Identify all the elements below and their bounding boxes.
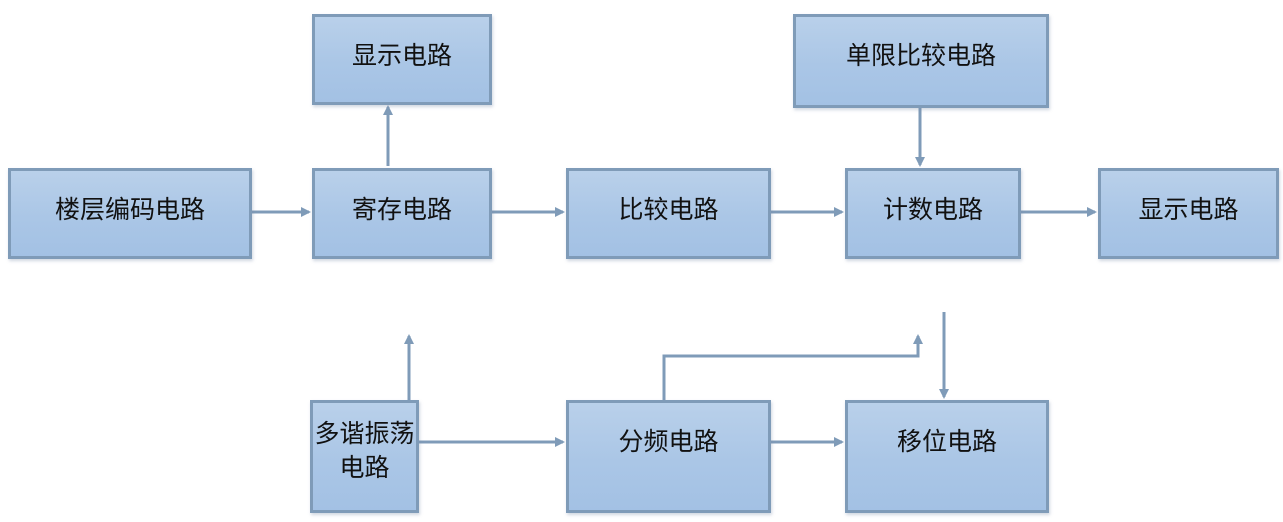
node-floor-encoder: 楼层编码电路 — [8, 168, 252, 259]
node-display-top: 显示电路 — [312, 14, 492, 105]
node-label: 单限比较电路 — [845, 41, 996, 70]
node-label: 显示电路 — [1138, 195, 1239, 224]
arrow-divider-up-to-counter — [662, 334, 923, 400]
node-label: 比较电路 — [618, 195, 719, 224]
node-label: 多谐振荡 电路 — [314, 419, 415, 482]
node-shift: 移位电路 — [845, 400, 1049, 513]
node-counter: 计数电路 — [845, 168, 1021, 259]
node-display-right: 显示电路 — [1098, 168, 1279, 259]
node-multivibrator: 多谐振荡 电路 — [310, 400, 419, 513]
node-label: 分频电路 — [618, 427, 719, 456]
node-register: 寄存电路 — [312, 168, 492, 259]
node-label: 移位电路 — [896, 427, 997, 456]
node-frequency-divider: 分频电路 — [566, 400, 771, 513]
node-label: 显示电路 — [351, 41, 452, 70]
node-comparator: 比较电路 — [566, 168, 771, 259]
node-label: 计数电路 — [882, 195, 983, 224]
node-single-limit-comparator: 单限比较电路 — [793, 14, 1049, 108]
node-label: 寄存电路 — [351, 195, 452, 224]
node-label: 楼层编码电路 — [54, 195, 205, 224]
